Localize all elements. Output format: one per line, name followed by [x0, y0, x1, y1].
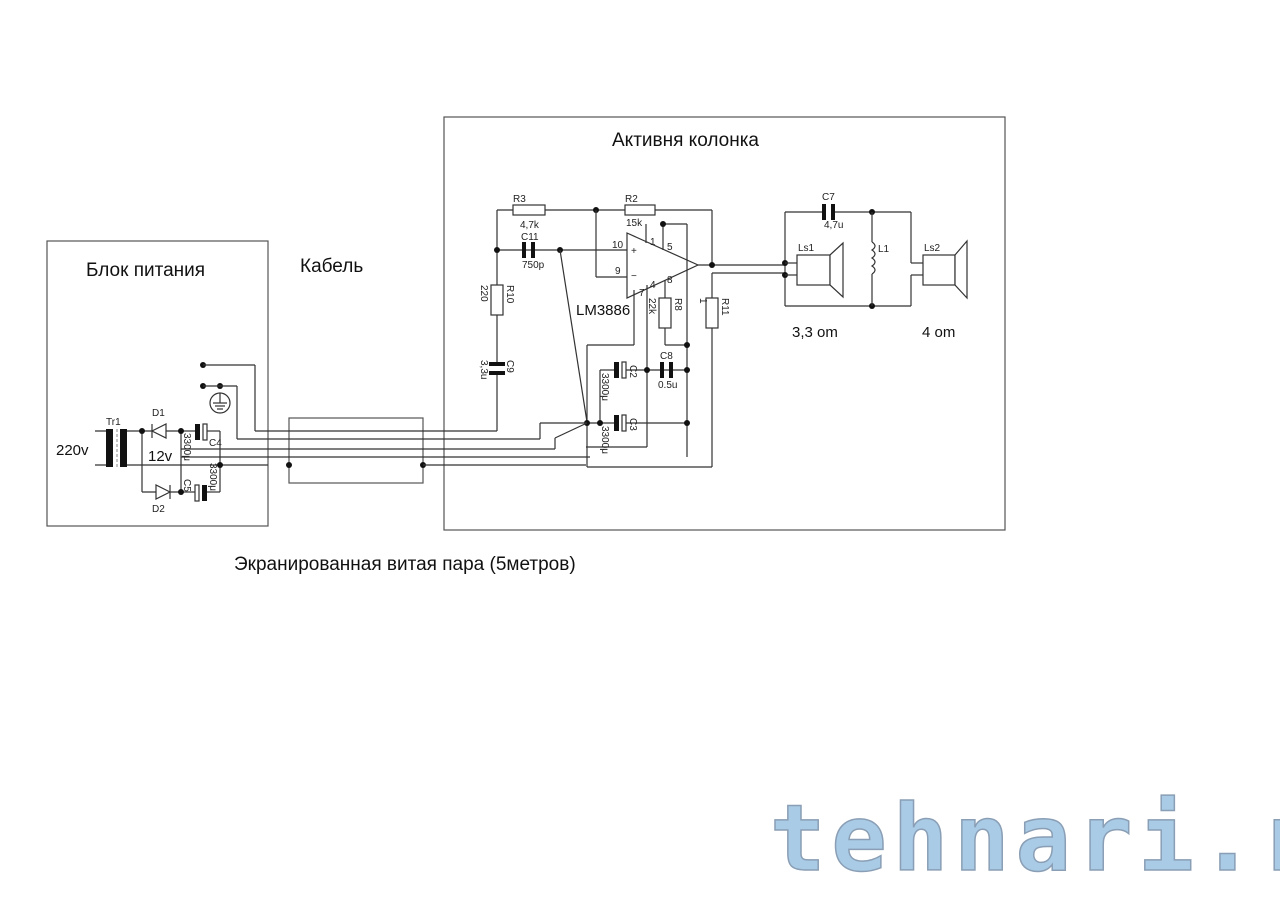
pin-minus: −	[631, 271, 637, 282]
r10-value: 220	[478, 285, 489, 302]
pin-10: 10	[612, 240, 624, 251]
r3-value: 4,7k	[520, 220, 540, 231]
capacitor-c2	[614, 362, 619, 378]
c3-value: 3300μ	[599, 426, 610, 454]
c9-label: C9	[504, 360, 515, 373]
r3-label: R3	[513, 194, 526, 205]
speaker-ls2-icon	[922, 239, 968, 300]
resistor-r8	[658, 297, 672, 329]
c9-value: 3,3u	[478, 360, 489, 379]
c11-value: 750p	[522, 260, 545, 271]
amplifier-circuit: R3 4,7k R2 15k C11 750p R10 220 C9 3,3u …	[423, 194, 785, 468]
pin-7: 7	[639, 288, 645, 299]
watermark-logo: tehnari.ru	[770, 785, 1280, 892]
r2-value: 15k	[626, 218, 643, 229]
d1-label: D1	[152, 408, 165, 419]
capacitor-c11	[522, 242, 526, 258]
tr1-label: Tr1	[106, 417, 121, 428]
mains-voltage-label: 220v	[56, 442, 89, 459]
c8-value: 0.5u	[658, 380, 677, 391]
c2-value: 3300μ	[599, 373, 610, 401]
cable-title: Кабель	[300, 256, 363, 277]
r11-label: R11	[719, 298, 730, 316]
ls2-impedance: 4 om	[922, 324, 955, 341]
cable-shield	[288, 417, 424, 484]
transformer-secondary	[120, 429, 127, 467]
pin-1: 1	[650, 237, 656, 248]
pin-8: 8	[667, 275, 673, 286]
ls1-impedance: 3,3 om	[792, 324, 838, 341]
c4-value: 3300μ	[181, 433, 192, 461]
active-speaker-block	[443, 116, 1006, 531]
c7-value: 4,7u	[824, 220, 843, 231]
output-voltage-label: 12v	[148, 448, 173, 465]
power-supply-block	[46, 240, 269, 527]
capacitor-c3	[614, 415, 619, 431]
c2-label: C2	[627, 365, 638, 378]
diode-d1	[150, 423, 167, 439]
resistor-r3	[512, 204, 546, 216]
active-speaker-title: Активня колонка	[612, 130, 759, 151]
ls1-label: Ls1	[798, 243, 815, 254]
c5-label: C5	[181, 479, 192, 492]
pin-5: 5	[667, 242, 673, 253]
capacitor-c7	[822, 204, 826, 220]
c7-label: C7	[822, 192, 835, 203]
diode-d2	[155, 484, 172, 500]
transformer-primary	[106, 429, 113, 467]
r2-label: R2	[625, 194, 638, 205]
crossover-circuit: C7 4,7u L1 Ls1 Ls2 3,3 om 4 om	[782, 192, 968, 341]
c4-label: C4	[209, 438, 222, 449]
r11-value: 1	[697, 298, 708, 304]
c5-value: 3300μ	[207, 463, 218, 491]
c8-label: C8	[660, 351, 673, 362]
ls2-label: Ls2	[924, 243, 941, 254]
resistor-r2	[624, 204, 656, 216]
inductor-l1	[870, 241, 876, 275]
c11-label: C11	[521, 232, 539, 243]
r10-label: R10	[504, 285, 515, 304]
l1-label: L1	[878, 244, 890, 255]
power-supply-title: Блок питания	[86, 260, 205, 281]
d2-label: D2	[152, 504, 165, 515]
capacitor-c8	[660, 362, 664, 378]
ic-label: LM3886	[576, 302, 630, 319]
speaker-ls1-icon	[796, 241, 844, 299]
pin-9: 9	[615, 266, 621, 277]
pin-plus: +	[631, 246, 637, 257]
r8-label: R8	[672, 298, 683, 311]
capacitor-c9	[489, 362, 505, 366]
cable-caption: Экранированная витая пара (5метров)	[234, 554, 576, 575]
r8-value: 22k	[646, 298, 657, 315]
power-supply-circuit: 220v Tr1 D1 D2 12v C4 3300μ C5 3300μ	[56, 362, 590, 515]
c3-label: C3	[627, 418, 638, 431]
resistor-r10	[490, 284, 504, 316]
pin-4: 4	[650, 280, 656, 291]
